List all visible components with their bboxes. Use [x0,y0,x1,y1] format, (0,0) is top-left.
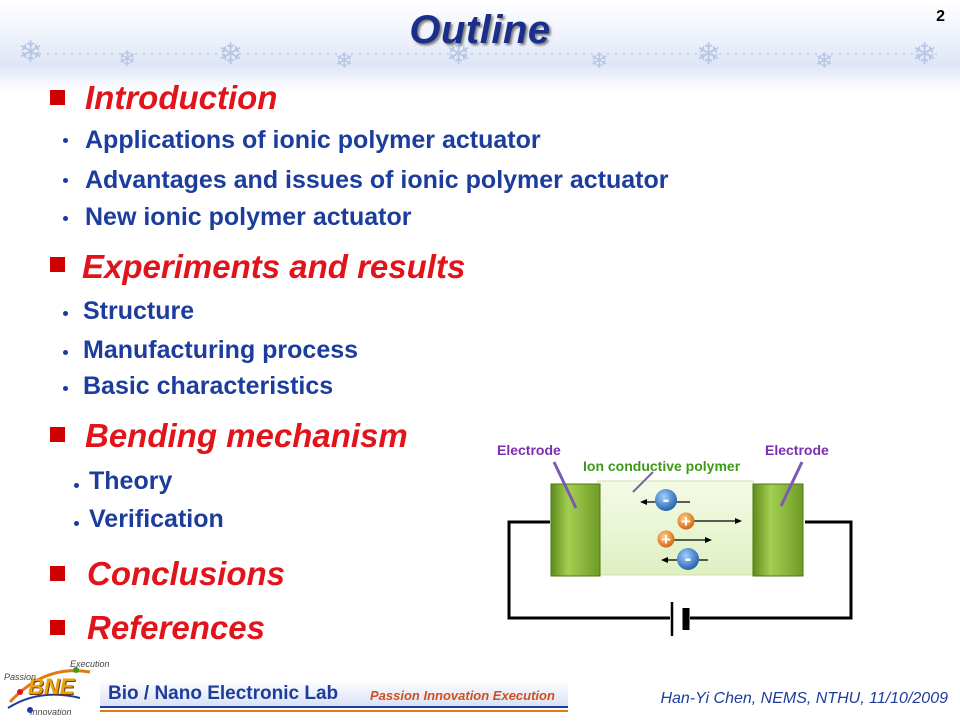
pointer-right [779,461,804,507]
section-bending: Bending mechanism [85,417,408,454]
item-bullet [74,521,79,526]
circuit-wire-right [690,520,853,620]
snowflake-icon: ❄ [446,38,472,71]
lab-motto: Passion Innovation Execution [370,688,555,703]
item-bullet [63,138,68,143]
bne-logo [0,658,100,720]
arrow-head [705,537,712,543]
arrow-head [735,518,742,524]
arrow-head [640,499,647,505]
lab-name: Bio / Nano Electronic Lab [108,683,339,704]
page-title: Outline [409,8,551,52]
item-structure: Structure [83,297,195,325]
header-dot-pattern [20,52,940,56]
page-number: 2 [936,8,945,25]
item-bullet [63,311,68,316]
actuator-diagram: - + + - [507,461,853,636]
snowflake-icon: ❄ [118,46,137,71]
section-references: References [87,609,265,646]
item-bullet [63,178,68,183]
snowflake-icon: ❄ [590,48,609,73]
logo-word-innovation: Innovation [30,707,72,717]
item-applications: Applications of ionic polymer actuator [85,126,541,154]
cation-ball [677,512,695,530]
item-verification: Verification [89,505,224,533]
snowflake-icon: ❄ [696,38,722,71]
bne-logo-text: BNE [28,674,75,699]
ion-sign: - [685,548,692,570]
anion-ball [655,489,677,511]
anion-ball [677,548,699,570]
ion-sign: + [681,512,691,531]
item-manufacturing: Manufacturing process [83,336,359,364]
item-advantages: Advantages and issues of ionic polymer a… [85,166,669,194]
item-bullet [63,386,68,391]
section-introduction: Introduction [85,79,278,116]
snowflake-icon: ❄ [218,38,244,71]
ion-sign: + [661,530,671,549]
logo-word-passion: Passion [4,672,37,682]
section-conclusions: Conclusions [87,555,286,592]
cation-ball [657,530,675,548]
author-line: Han-Yi Chen, NEMS, NTHU, 11/10/2009 [660,690,948,707]
electrode-left [550,483,601,577]
section-bullet [50,257,65,272]
lab-bar [100,680,568,708]
item-new-actuator: New ionic polymer actuator [85,203,412,231]
item-theory: Theory [89,467,173,495]
ion-sign: - [663,489,670,511]
item-bullet [63,350,68,355]
circuit-wire-left [507,520,670,620]
electrode-left-label: Electrode [497,442,561,458]
header-band [0,0,960,92]
logo-word-execution: Execution [70,659,110,669]
snowflake-icon: ❄ [335,48,354,73]
snowflake-icon: ❄ [815,48,834,73]
footer-divider [100,710,568,712]
section-bullet [50,566,65,581]
arrow-head [661,557,668,563]
pointer-polymer [632,471,654,493]
section-bullet [50,620,65,635]
snowflake-icon: ❄ [18,36,44,69]
electrode-right [752,483,804,577]
snowflake-icon: ❄ [912,38,938,71]
electrode-right-label: Electrode [765,442,829,458]
section-bullet [50,427,65,442]
item-bullet [74,483,79,488]
item-bullet [63,216,68,221]
pointer-left [552,461,578,509]
item-characteristics: Basic characteristics [83,372,334,400]
section-bullet [50,90,65,105]
polymer-label: Ion conductive polymer [583,458,741,474]
section-experiments: Experiments and results [82,248,466,285]
